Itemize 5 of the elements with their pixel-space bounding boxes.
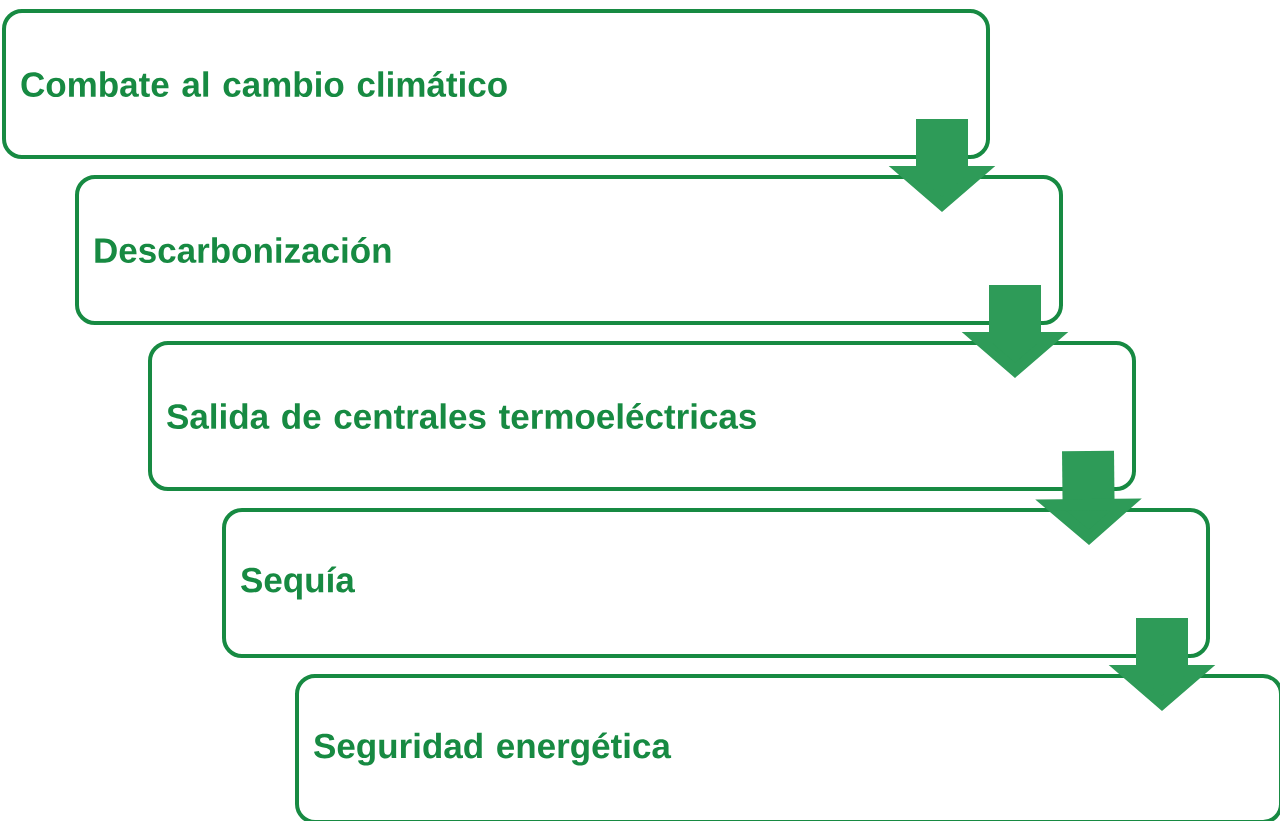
step-box: Combate al cambio climático	[2, 9, 990, 159]
step-box: Seguridad energética	[295, 674, 1280, 821]
step-box: Sequía	[222, 508, 1210, 658]
step-box: Salida de centrales termoeléctricas	[148, 341, 1136, 491]
step-box: Descarbonización	[75, 175, 1063, 325]
